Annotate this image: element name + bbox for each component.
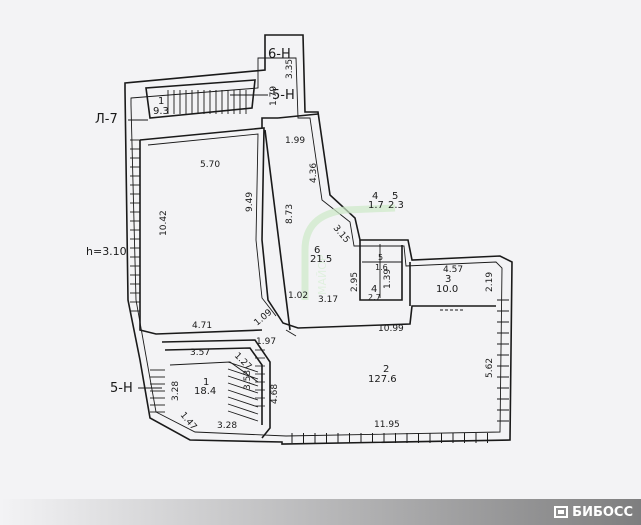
room-4-small: 4 2.7	[368, 284, 381, 302]
brand-name: БИБОСС	[572, 504, 633, 520]
svg-text:21.5: 21.5	[310, 254, 332, 265]
svg-text:127.6: 127.6	[368, 374, 397, 385]
dimension-labels: 3.35 1.79 1.99 5.70 9.49 10.42 8.73 4.36…	[159, 59, 495, 432]
dim-1.02: 1.02	[288, 291, 308, 301]
dim-5.62: 5.62	[485, 358, 495, 378]
room-5: 5 2.3	[388, 191, 404, 211]
svg-text:4: 4	[372, 191, 378, 202]
svg-text:6: 6	[314, 245, 320, 256]
dim-1.09: 1.09	[253, 308, 275, 329]
door-markers	[285, 309, 464, 337]
dim-3.15: 3.15	[331, 224, 352, 246]
svg-text:10.0: 10.0	[436, 284, 458, 295]
brand-icon	[554, 506, 569, 518]
dim-3.28-left: 3.28	[171, 381, 181, 401]
room-1-stair: 1 18.4	[194, 377, 216, 397]
brand-logo: БИБОСС	[554, 501, 633, 523]
hatch-line	[227, 382, 259, 394]
hatch-line	[227, 389, 259, 401]
dim-1.97: 1.97	[256, 337, 276, 347]
dim-3.35: 3.35	[285, 59, 295, 79]
svg-text:1: 1	[203, 377, 209, 388]
dim-9.49: 9.49	[245, 192, 255, 212]
room-3: 3 10.0	[436, 274, 458, 295]
hatch-line	[227, 368, 259, 380]
svg-text:5: 5	[378, 253, 383, 262]
dim-5.70: 5.70	[200, 160, 220, 170]
brand-bar	[0, 499, 641, 525]
svg-text:4: 4	[371, 284, 377, 295]
dim-8.73: 8.73	[285, 204, 295, 224]
axis-tag-6h: 6-Н	[268, 47, 291, 62]
dim-11.95: 11.95	[374, 420, 400, 430]
dim-1.47: 1.47	[178, 411, 199, 433]
room-2: 2 127.6	[368, 364, 397, 385]
hatch-line	[227, 361, 259, 373]
hatch-line	[227, 403, 259, 415]
room-4: 4 1.7	[368, 191, 384, 211]
svg-text:5: 5	[392, 191, 398, 202]
dim-4.36: 4.36	[309, 163, 319, 183]
svg-text:1.7: 1.7	[368, 200, 384, 211]
svg-text:1.6: 1.6	[375, 263, 388, 272]
dim-3.17: 3.17	[318, 295, 338, 305]
svg-text:9.3: 9.3	[153, 106, 169, 117]
dim-2.19: 2.19	[485, 272, 495, 292]
room-6: 6 21.5	[310, 245, 332, 265]
svg-text:2: 2	[383, 364, 389, 375]
dim-4.71: 4.71	[192, 321, 212, 331]
hatch-line	[227, 396, 259, 408]
dim-3.28-bottom: 3.28	[217, 421, 237, 431]
svg-text:2.3: 2.3	[388, 200, 404, 211]
watermark-text: МАЙОР	[316, 254, 329, 295]
hatch-line	[227, 375, 259, 387]
axis-tag-5h-left: 5-Н	[110, 381, 133, 396]
dim-1.79: 1.79	[269, 86, 279, 106]
dim-1.39: 1.39	[383, 269, 393, 289]
dim-4.57: 4.57	[443, 265, 463, 275]
dim-3.57: 3.57	[190, 348, 210, 358]
top-stair-hatch	[167, 90, 247, 114]
bottom-stair-hatch	[150, 361, 259, 422]
room-1-top: 1 9.3	[153, 96, 169, 117]
svg-text:3: 3	[445, 274, 451, 285]
dim-10.42: 10.42	[159, 210, 169, 236]
room-5-small: 5 1.6	[375, 253, 388, 272]
dim-2.95: 2.95	[350, 272, 360, 292]
svg-text:18.4: 18.4	[194, 386, 216, 397]
axis-tag-5h-top: 5-Н	[272, 88, 295, 103]
dim-3.53: 3.53	[243, 370, 253, 390]
floor-height: h=3.10	[86, 245, 127, 258]
hatch-line	[227, 410, 259, 422]
dim-1.99: 1.99	[285, 136, 305, 146]
watermark: МАЙОР	[301, 204, 396, 300]
window-hatch	[130, 139, 509, 443]
dim-4.68: 4.68	[270, 384, 280, 404]
dim-10.99: 10.99	[378, 324, 404, 334]
svg-text:1: 1	[158, 96, 164, 107]
axis-tag-l7: Л-7	[95, 112, 118, 127]
svg-text:2.7: 2.7	[368, 293, 381, 302]
walls	[124, 34, 513, 445]
